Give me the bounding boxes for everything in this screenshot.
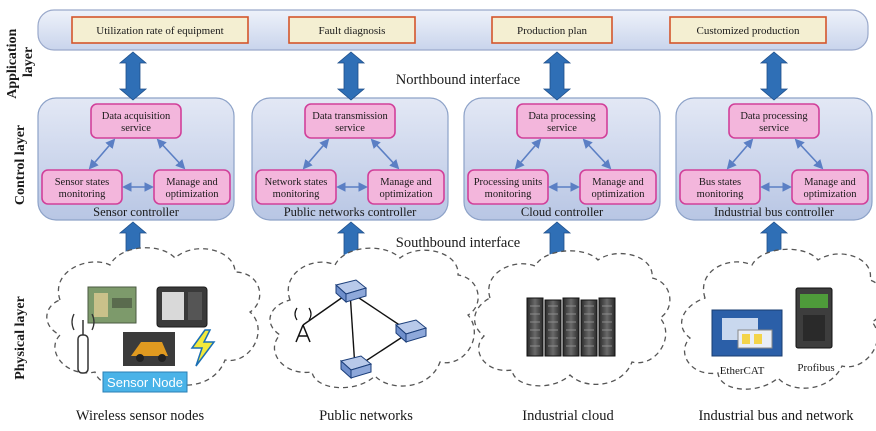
service-arrow xyxy=(514,138,542,170)
controller-name: Cloud controller xyxy=(521,205,604,219)
northbound-arrow-3 xyxy=(542,51,572,101)
lightning-icon xyxy=(190,329,216,367)
app-box-label: Customized production xyxy=(697,25,800,37)
physical-caption-3: Industrial cloud xyxy=(522,408,614,424)
sensor-node-box xyxy=(102,371,188,393)
controller-name: Sensor controller xyxy=(93,205,180,219)
northbound-arrow-1 xyxy=(118,51,148,101)
right-service-box xyxy=(367,169,445,205)
top-service-box xyxy=(90,103,182,139)
northbound-arrow-4 xyxy=(759,51,789,101)
right-service-box xyxy=(791,169,869,205)
service-arrow xyxy=(88,138,116,170)
router-icon-2 xyxy=(394,319,428,344)
server-unit xyxy=(580,299,598,357)
physical-layer-label: Physical layer xyxy=(13,296,28,380)
vehicle-photo-icon xyxy=(123,332,175,366)
southbound-interface-label: Southbound interface xyxy=(396,235,520,251)
router-icon-3 xyxy=(339,355,373,380)
app-box-label: Fault diagnosis xyxy=(319,25,386,37)
router-icon-1 xyxy=(334,279,368,304)
application-layer-label: Application layer xyxy=(5,25,36,99)
server-unit xyxy=(598,297,616,357)
physical-caption-2: Public networks xyxy=(319,408,413,424)
ethercat-device-icon xyxy=(711,309,783,357)
factory-photo-icon xyxy=(87,286,137,324)
left-service-box xyxy=(41,169,123,205)
server-rack-icon xyxy=(526,297,616,357)
left-service-box xyxy=(467,169,549,205)
service-arrow xyxy=(302,138,330,170)
app-box-3 xyxy=(491,16,613,44)
server-unit xyxy=(544,299,562,357)
antenna-icon xyxy=(71,313,95,374)
service-arrow xyxy=(582,138,612,170)
northbound-interface-label: Northbound interface xyxy=(396,72,520,88)
app-box-2 xyxy=(288,16,416,44)
left-service-box xyxy=(679,169,761,205)
control-layer-label: Control layer xyxy=(13,125,28,205)
server-unit xyxy=(562,297,580,357)
physical-caption-4: Industrial bus and network xyxy=(698,408,854,424)
right-service-box xyxy=(579,169,657,205)
profibus-device-icon xyxy=(795,287,833,349)
left-service-box xyxy=(255,169,337,205)
northbound-arrow-2 xyxy=(336,51,366,101)
service-arrow xyxy=(156,138,186,170)
app-box-label: Production plan xyxy=(517,25,587,37)
controller-name: Industrial bus controller xyxy=(714,205,835,219)
ethercat-label: EtherCAT xyxy=(720,365,765,377)
service-arrow xyxy=(370,138,400,170)
right-service-box xyxy=(153,169,231,205)
server-unit xyxy=(526,297,544,357)
sensor-node-label: Sensor Node xyxy=(107,375,183,390)
app-box-1 xyxy=(71,16,249,44)
service-arrow xyxy=(726,138,754,170)
top-service-box xyxy=(728,103,820,139)
cnc-machine-icon xyxy=(156,286,208,328)
app-box-label: Utilization rate of equipment xyxy=(96,25,223,37)
profibus-label: Profibus xyxy=(797,362,834,374)
service-arrow xyxy=(794,138,824,170)
cloud-public-networks xyxy=(269,247,479,389)
physical-caption-1: Wireless sensor nodes xyxy=(76,408,205,424)
top-service-box xyxy=(516,103,608,139)
top-service-box xyxy=(304,103,396,139)
cell-tower-icon xyxy=(294,307,312,343)
controller-name: Public networks controller xyxy=(284,205,417,219)
app-box-4 xyxy=(669,16,827,44)
